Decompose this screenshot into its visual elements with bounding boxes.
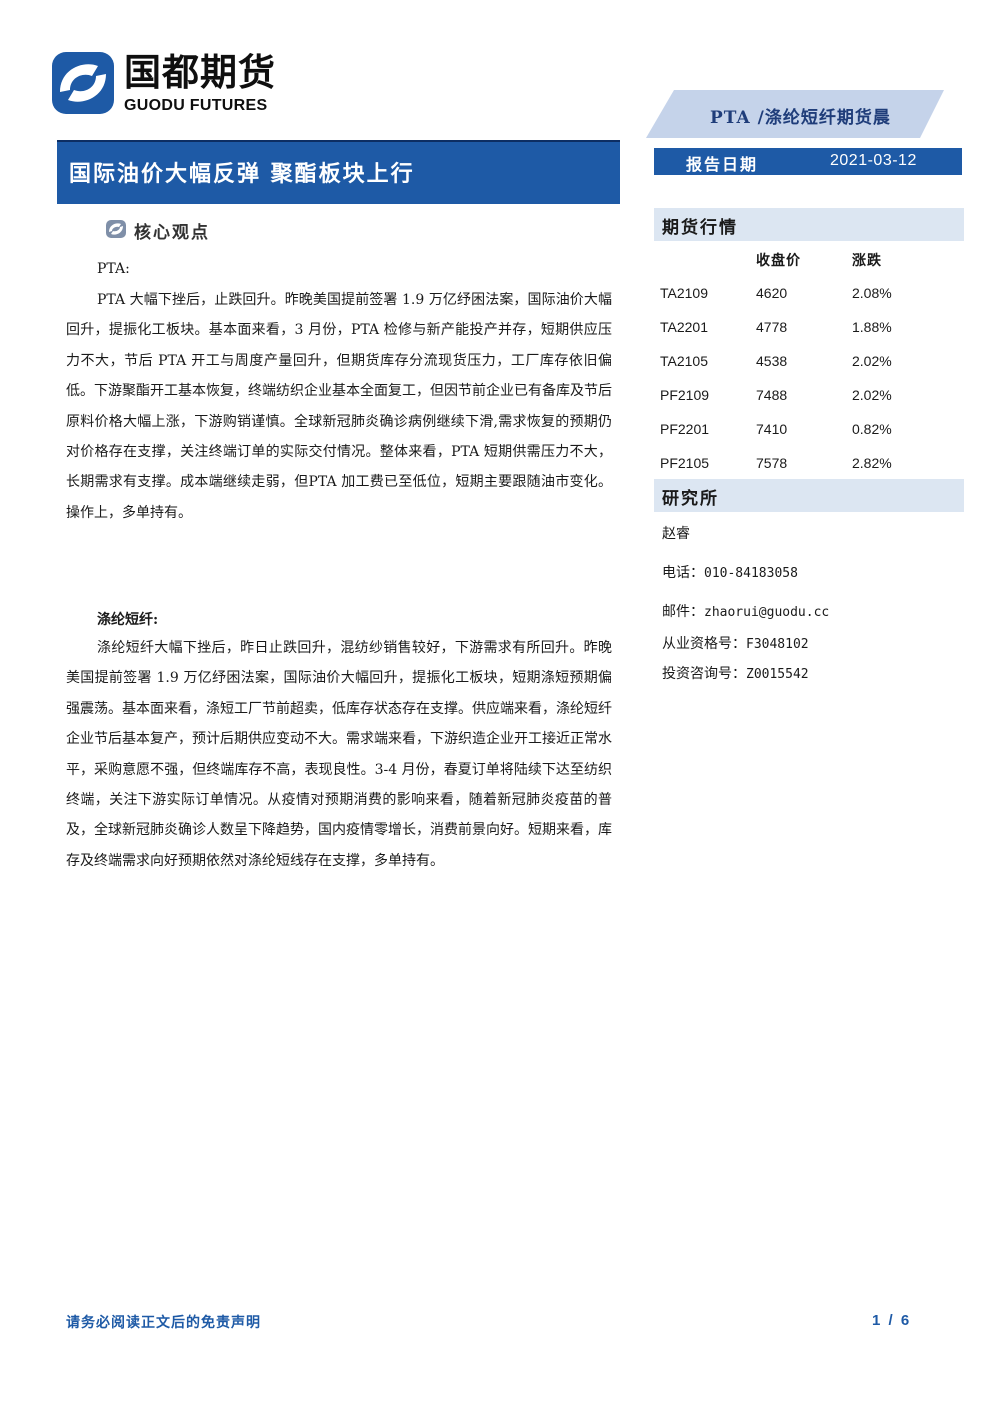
price-change: 1.88% [852,319,892,335]
report-date-value: 2021-03-12 [830,152,917,169]
email-link[interactable]: zhaorui@guodu.cc [704,605,830,620]
logo-bullet-icon [106,220,126,238]
contract-code: TA2201 [660,319,708,335]
footer-disclaimer: 请务必阅读正文后的免责声明 [66,1315,261,1331]
report-date-label: 报告日期 [686,155,759,174]
price-change: 2.08% [852,285,892,301]
banner-text: PTA /涤纶短纤期货晨 [710,108,891,128]
table-row: PF2105 7578 2.82% [660,455,960,475]
logo-name-cn: 国都期货 [124,51,276,94]
market-heading-label: 期货行情 [662,218,738,238]
table-row: PF2109 7488 2.02% [660,387,960,407]
close-price: 4620 [756,285,788,301]
close-price: 4538 [756,353,788,369]
qualification-label: 从业资格号： [662,636,746,652]
contract-code: TA2105 [660,353,708,369]
close-price: 7410 [756,421,788,437]
table-row: TA2105 4538 2.02% [660,353,960,373]
contract-code: TA2109 [660,285,708,301]
price-change: 2.02% [852,387,892,403]
logo-mark-icon [52,52,114,114]
company-logo: 国都期货 GUODU FUTURES [52,50,302,120]
consulting-value: Z0015542 [746,667,809,682]
section-title-psf: 涤纶短纤: [97,612,159,628]
banner-shape [646,90,944,138]
analyst-email: 邮件：zhaorui@guodu.cc [662,601,829,621]
qualification-value: F3048102 [746,637,809,652]
research-heading-label: 研究所 [662,489,719,509]
page-number: 1 / 6 [872,1312,912,1329]
table-row: TA2201 4778 1.88% [660,319,960,339]
price-change: 0.82% [852,421,892,437]
research-panel-heading: 研究所 [654,479,964,512]
logo-name-en: GUODU FUTURES [124,97,268,114]
section-title-pta: PTA: [97,261,130,277]
analyst-phone: 电话：010-84183058 [662,562,798,582]
phone-value: 010-84183058 [704,566,798,581]
analyst-qualification: 从业资格号：F3048102 [662,633,809,653]
close-price: 7488 [756,387,788,403]
section-paragraph-psf: 涤纶短纤大幅下挫后，昨日止跌回升，混纺纱销售较好，下游需求有所回升。昨晚美国提前… [66,640,612,869]
table-row: PF2201 7410 0.82% [660,421,960,441]
phone-label: 电话： [662,565,704,581]
report-title: 国际油价大幅反弹 聚酯板块上行 [69,161,415,187]
report-date-bar: 报告日期 2021-03-12 [654,148,962,175]
contract-code: PF2109 [660,387,710,403]
core-viewpoint-label: 核心观点 [134,223,210,243]
contract-code: PF2105 [660,455,710,471]
close-price: 4778 [756,319,788,335]
analyst-name: 赵睿 [662,526,690,542]
price-change: 2.82% [852,455,892,471]
section-paragraph-pta: PTA 大幅下挫后，止跌回升。昨晚美国提前签署 1.9 万亿纾困法案，国际油价大… [66,292,612,521]
analyst-consulting: 投资咨询号：Z0015542 [662,663,809,683]
market-panel-heading: 期货行情 [654,208,964,241]
price-change: 2.02% [852,353,892,369]
table-row: TA2109 4620 2.08% [660,285,960,305]
column-header-change: 涨跌 [852,253,882,269]
close-price: 7578 [756,455,788,471]
column-header-close: 收盘价 [756,253,801,269]
contract-code: PF2201 [660,421,710,437]
consulting-label: 投资咨询号： [662,666,746,682]
report-title-bar: 国际油价大幅反弹 聚酯板块上行 [57,140,620,204]
email-label: 邮件： [662,604,704,620]
report-series-banner: PTA /涤纶短纤期货晨 [646,90,944,138]
